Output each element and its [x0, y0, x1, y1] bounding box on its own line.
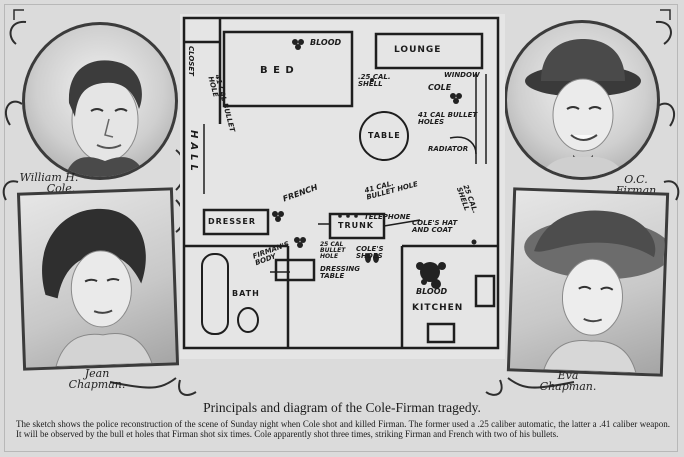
label-kitchen: KITCHEN [412, 303, 464, 313]
clipping-border [4, 4, 678, 452]
portrait-eva-chapman [506, 187, 670, 377]
portrait-william-cole [22, 22, 178, 180]
label-cal41-bullet-holes: 41 CAL BULLET HOLES [418, 111, 478, 126]
caption-line: Firman [615, 184, 657, 197]
caption-line: Eva [557, 369, 579, 382]
label-lounge: LOUNGE [394, 45, 442, 55]
caption-line: Cole. [46, 182, 76, 195]
label-dresser: DRESSER [208, 217, 257, 226]
caption-line: William H. [19, 171, 79, 184]
label-bath: BATH [232, 289, 260, 298]
caption-line: Chapman. [68, 378, 126, 391]
label-dressing-table: DRESSING TABLE [320, 265, 361, 280]
label-blood-kitchen: BLOOD [416, 287, 448, 296]
caption-jean-chapman: Jean Chapman. [62, 368, 132, 390]
man-portrait-icon [65, 60, 145, 177]
portrait-jean-chapman [16, 187, 180, 371]
label-trunk: TRUNK [338, 221, 375, 230]
label-cole: COLE [428, 83, 452, 92]
label-coles-hat-coat: COLE'S HAT AND COAT [412, 219, 458, 234]
caption-eva-chapman: Eva Chapman. [528, 370, 608, 392]
floor-plan-diagram: B E D BLOOD LOUNGE CLOSET 41 CAL BULLET … [180, 14, 505, 359]
position-markers [272, 39, 462, 248]
article-caption: The sketch shows the police reconstructi… [16, 419, 670, 439]
caption-line: Jean [84, 367, 110, 380]
man-with-hat-portrait-icon [525, 39, 641, 177]
floor-plan-lines [180, 14, 505, 359]
label-cal25-bullet-hole: 25 CAL BULLET HOLE [320, 241, 346, 260]
label-telephone: TELEPHONE [364, 213, 411, 221]
woman-with-hat-portrait-icon [524, 210, 667, 374]
ornamental-frame [2, 9, 680, 396]
article-title: Principals and diagram of the Cole-Firma… [203, 400, 481, 415]
label-blood-top: BLOOD [310, 38, 342, 47]
label-bed: B E D [260, 65, 295, 76]
label-table: TABLE [368, 131, 401, 140]
label-closet: CLOSET [187, 46, 195, 76]
caption-william-cole: William H. Cole. [14, 172, 84, 194]
woman-portrait-icon [42, 208, 153, 368]
caption-line: Chapman. [539, 380, 597, 393]
caption-oc-firman: O.C. Firman [606, 174, 666, 196]
label-coles-shoes: COLE'S SHOES [356, 245, 384, 260]
portrait-oc-firman [504, 20, 660, 180]
label-radiator: RADIATOR [428, 145, 469, 153]
label-window: WINDOW [444, 71, 480, 79]
label-hall: HALL [188, 130, 199, 175]
caption-line: O.C. [624, 173, 648, 186]
label-cal25-shell: .25 CAL. SHELL [358, 73, 391, 88]
